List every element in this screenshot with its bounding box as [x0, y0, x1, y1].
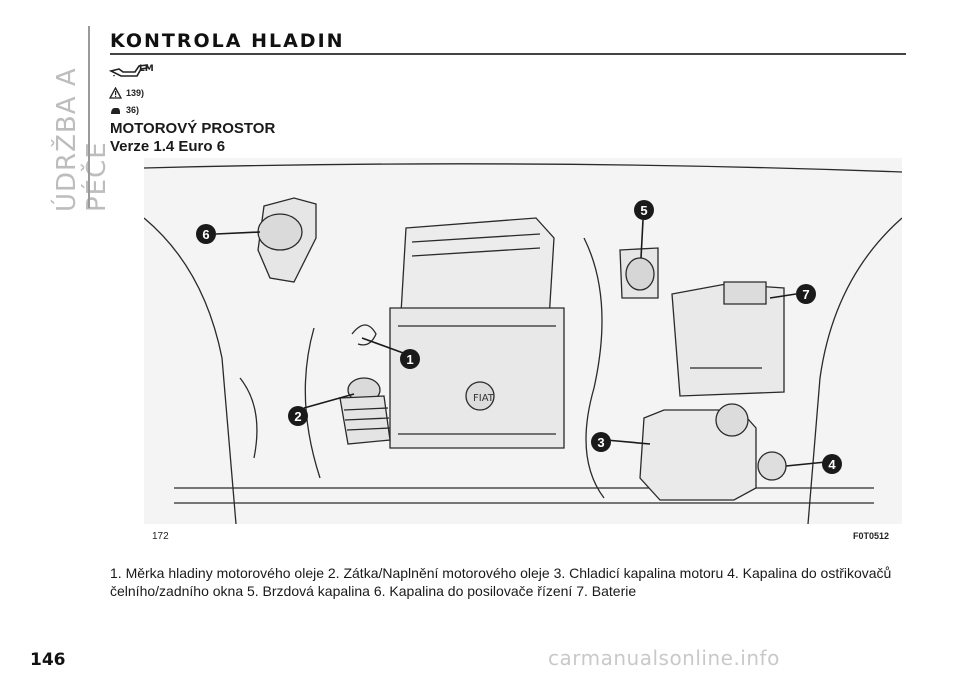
svg-text:LM: LM [139, 64, 154, 74]
svg-text:7: 7 [802, 287, 809, 302]
page-number: 146 [30, 650, 66, 670]
callout-6: 6 [196, 224, 216, 244]
callout-5: 5 [634, 200, 654, 220]
title-divider [110, 53, 906, 55]
side-divider [88, 26, 90, 208]
callout-1: 1 [400, 349, 420, 369]
svg-text:2: 2 [294, 409, 301, 424]
figure-page-ref: 172 [152, 531, 169, 542]
svg-text:1: 1 [406, 352, 413, 367]
callout-3: 3 [591, 432, 611, 452]
sub-heading: Verze 1.4 Euro 6 [110, 138, 226, 155]
chapter-side-tab: ÚDRŽBA A PÉČE [52, 67, 112, 212]
engine-bay-illustration: FIAT [144, 163, 902, 524]
caution-hand-icon [111, 108, 120, 114]
figure-caption: 1. Měrka hladiny motorového oleje 2. Zát… [110, 565, 892, 599]
figure-code: F0T0512 [853, 531, 890, 541]
callout-7: 7 [796, 284, 816, 304]
warning-ref: 139) [126, 88, 145, 98]
warning-triangle-icon [109, 87, 122, 99]
caution-ref-row: 36) [109, 103, 139, 117]
warning-ref-row: 139) [109, 86, 144, 100]
callout-2: 2 [288, 406, 308, 426]
svg-text:6: 6 [202, 227, 209, 242]
section-heading: MOTOROVÝ PROSTOR [110, 120, 276, 137]
svg-text:3: 3 [597, 435, 604, 450]
svg-text:4: 4 [828, 457, 836, 472]
engine-bay-figure: FIAT [144, 158, 902, 524]
svg-text:FIAT: FIAT [473, 393, 495, 404]
page-title: KONTROLA HLADIN [110, 30, 345, 52]
callout-4: 4 [822, 454, 842, 474]
svg-text:5: 5 [640, 203, 647, 218]
caution-ref: 36) [126, 105, 140, 115]
watermark: carmanualsonline.info [548, 646, 780, 670]
oil-can-icon: LM [109, 64, 154, 77]
